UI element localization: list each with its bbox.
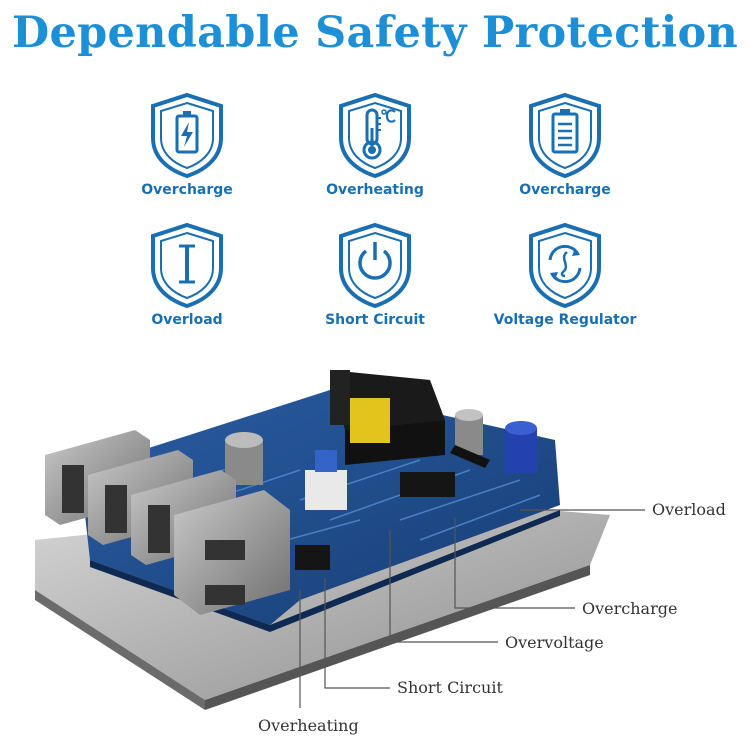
capacitor-blue (505, 421, 537, 473)
cycle-wave-icon (529, 222, 601, 308)
callout-leader-lines (299, 509, 645, 708)
ic-chip (400, 472, 455, 497)
feature-label: Overcharge (519, 182, 611, 198)
feature-overcharge-2: Overcharge (480, 92, 650, 198)
callout-overload: Overload (652, 500, 726, 519)
callout-overheating: Overheating (258, 716, 359, 735)
callout-short-circuit: Short Circuit (397, 678, 503, 697)
feature-label: Overcharge (141, 182, 233, 198)
feature-overheating: Overheating (290, 92, 460, 198)
feature-overcharge: Overcharge (102, 92, 272, 198)
feature-label: Overheating (326, 182, 424, 198)
push-switch (305, 450, 347, 510)
transformer (330, 370, 445, 465)
power-icon (339, 222, 411, 308)
feature-short-circuit: Short Circuit (290, 222, 460, 328)
callout-overcharge: Overcharge (582, 599, 678, 618)
battery-bolt-icon (151, 92, 223, 178)
callout-overvoltage: Overvoltage (505, 633, 604, 652)
charger-board-illustration (35, 370, 645, 710)
usb-port (174, 490, 290, 615)
feature-voltage-regulator: Voltage Regulator (480, 222, 650, 328)
feature-label: Short Circuit (325, 312, 425, 328)
feature-label: Overload (151, 312, 223, 328)
battery-lines-icon (529, 92, 601, 178)
feature-overload: Overload (102, 222, 272, 328)
current-i-icon (151, 222, 223, 308)
ic-chip-small (295, 545, 330, 570)
headline: Dependable Safety Protection (11, 8, 739, 58)
diode (450, 445, 490, 468)
thermometer-icon (339, 92, 411, 178)
feature-label: Voltage Regulator (493, 312, 637, 328)
capacitor-left (225, 432, 263, 485)
